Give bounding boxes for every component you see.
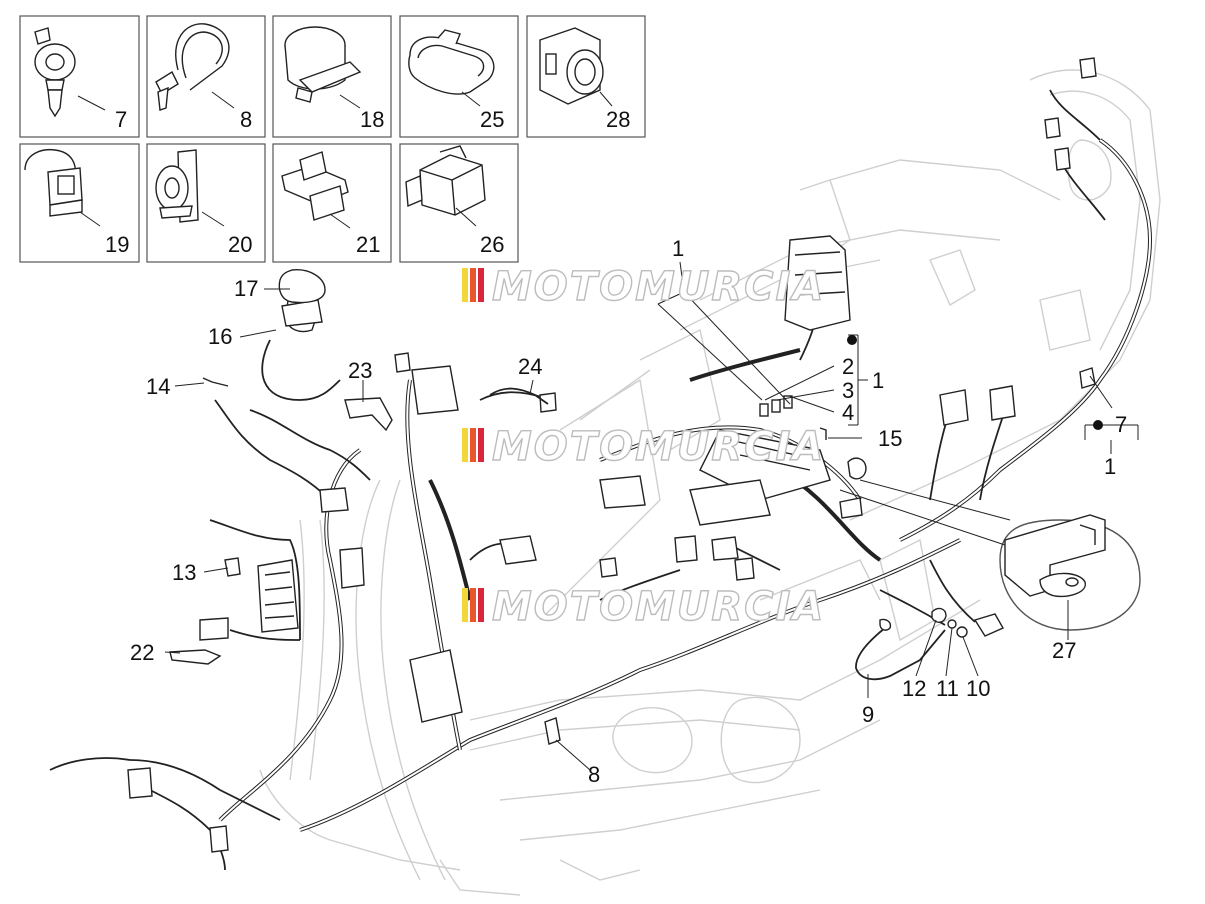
scooter-frame — [259, 69, 1161, 896]
upper-connector-icon — [411, 365, 459, 415]
bracket-clip-icon — [155, 149, 199, 223]
connector-sleeve-icon — [539, 27, 604, 105]
fuse-3-icon — [771, 399, 781, 413]
callout-23: 23 — [348, 358, 372, 383]
washer-11-icon — [947, 619, 957, 629]
callout-2: 2 — [842, 354, 854, 379]
callout-1-top: 1 — [672, 236, 684, 261]
watermark-2: MOTOMURCIA — [462, 423, 825, 471]
screw-14-icon — [202, 377, 229, 387]
watermark-text-3: MOTOMURCIA — [492, 584, 825, 630]
callout-13: 13 — [172, 560, 196, 585]
fuse-box-icon — [699, 429, 831, 501]
callout-7-right: 7 — [1115, 412, 1127, 437]
clip-13-icon — [224, 557, 241, 577]
callout-27: 27 — [1052, 638, 1076, 663]
callout-14: 14 — [146, 374, 170, 399]
relay-support-27-icon — [1004, 514, 1106, 598]
thumbnail-grid: 7 8 18 — [19, 15, 646, 263]
callout-12: 12 — [902, 676, 926, 701]
watermark-group: MOTOMURCIA MOTOMURCIA MOTOMURCIA — [462, 263, 825, 631]
leader-lines — [164, 261, 1139, 771]
callout-1-right: 1 — [872, 368, 884, 393]
callout-4: 4 — [842, 400, 854, 425]
washer-12-icon — [931, 607, 947, 623]
watermark-1: MOTOMURCIA — [462, 263, 825, 311]
callout-17: 17 — [234, 276, 258, 301]
wire-clamp-icon — [284, 26, 362, 103]
thumbnail-8-number: 8 — [240, 107, 252, 132]
ground-cable-9-icon — [855, 627, 946, 681]
watermark-3: MOTOMURCIA — [462, 583, 825, 631]
thumbnail-21: 21 — [272, 143, 392, 263]
push-in-clip-icon — [34, 27, 76, 118]
nut-10-icon — [956, 626, 968, 638]
watermark-text-2: MOTOMURCIA — [492, 424, 825, 470]
bracket-23-icon — [344, 397, 393, 432]
cable-holder-icon — [24, 148, 83, 217]
clip-7-icon — [1079, 367, 1096, 389]
thumbnail-19-number: 19 — [105, 232, 129, 257]
legend-dot-top — [847, 335, 857, 345]
callout-8-bottom: 8 — [588, 762, 600, 787]
thumbnail-20: 20 — [146, 143, 266, 263]
connector-cap-icon — [408, 29, 495, 95]
control-unit-icon — [689, 479, 771, 526]
thumbnail-26: 26 — [399, 143, 519, 263]
fuse-holder-clip-icon — [281, 151, 349, 221]
thumbnail-28: 28 — [526, 15, 646, 138]
watermark-text-1: MOTOMURCIA — [492, 264, 825, 310]
thumbnail-7-number: 7 — [115, 107, 127, 132]
thumbnail-21-number: 21 — [356, 232, 380, 257]
mid-connector-block-icon — [409, 649, 463, 723]
relay-block-icon — [784, 235, 851, 331]
thumbnail-26-number: 26 — [480, 232, 504, 257]
cable-tie-icon — [155, 23, 230, 111]
main-wiring-harness — [49, 89, 1153, 871]
thumbnail-7: 7 — [19, 15, 140, 138]
legend-dot-right — [1093, 420, 1103, 430]
thumbnail-20-number: 20 — [228, 232, 252, 257]
callout-3: 3 — [842, 378, 854, 403]
inset-27 — [999, 514, 1141, 640]
callout-1-bottom: 1 — [1104, 454, 1116, 479]
callout-9: 9 — [862, 702, 874, 727]
harness-components — [127, 57, 1097, 853]
thumbnail-25-number: 25 — [480, 107, 504, 132]
thumbnail-28-number: 28 — [606, 107, 630, 132]
left-control-unit-icon — [257, 559, 299, 633]
thumbnail-18: 18 — [272, 15, 392, 138]
thumbnail-8: 8 — [146, 15, 266, 138]
sensor-22-icon — [169, 649, 222, 665]
multi-pin-connector-icon — [405, 145, 486, 216]
fuse-2-icon — [759, 403, 769, 417]
callout-22: 22 — [130, 640, 154, 665]
screw-15-icon — [819, 427, 827, 440]
thumbnail-25: 25 — [399, 15, 519, 138]
callout-10: 10 — [966, 676, 990, 701]
callout-15: 15 — [878, 426, 902, 451]
cap-17-icon — [278, 269, 326, 304]
callout-16: 16 — [208, 324, 232, 349]
thumbnail-19: 19 — [19, 143, 140, 263]
thumbnail-18-number: 18 — [360, 107, 384, 132]
tie-8-icon — [544, 717, 561, 745]
callout-11: 11 — [936, 676, 959, 701]
callout-24: 24 — [518, 354, 542, 379]
callout-labels: 1 2 3 4 1 15 7 1 27 17 16 14 23 24 13 22… — [130, 236, 1127, 787]
